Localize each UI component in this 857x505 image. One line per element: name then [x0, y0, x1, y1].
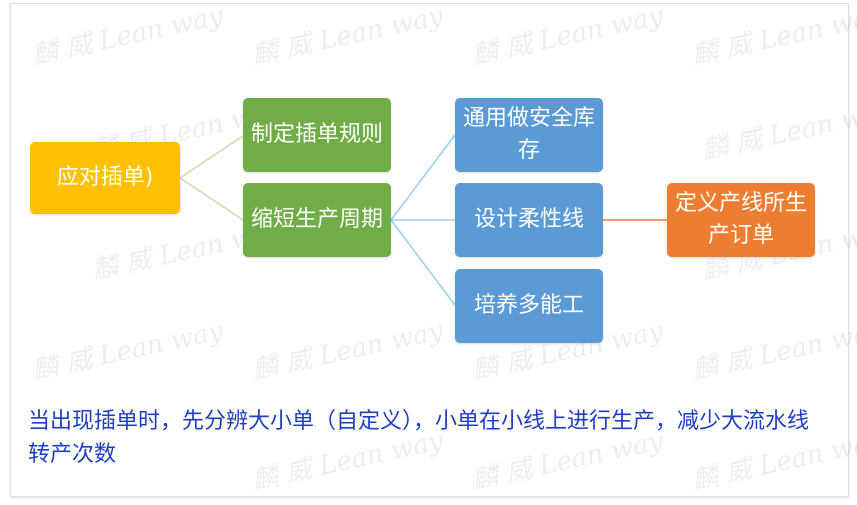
connector-cycle-to-multiskill [390, 219, 456, 306]
node-define-rush-rules: 制定插单规则 [243, 98, 391, 172]
node-flexible-line: 设计柔性线 [455, 183, 603, 257]
caption-text: 当出现插单时，先分辨大小单（自定义），小单在小线上进行生产，减少大流水线转产次数 [28, 409, 810, 467]
node-line-order-definition: 定义产线所生产订单 [667, 183, 815, 257]
node-common-safety-stock: 通用做安全库存 [455, 98, 603, 172]
node-shorten-production-cycle: 缩短生产周期 [243, 183, 391, 257]
connector-cycle-to-stock [390, 134, 456, 221]
node-multi-skill-worker: 培养多能工 [455, 269, 603, 343]
connector-root-to-rule [179, 135, 244, 179]
connector-root-to-cycle [179, 177, 244, 221]
node-root-rush-order: 应对插单) [30, 142, 180, 214]
